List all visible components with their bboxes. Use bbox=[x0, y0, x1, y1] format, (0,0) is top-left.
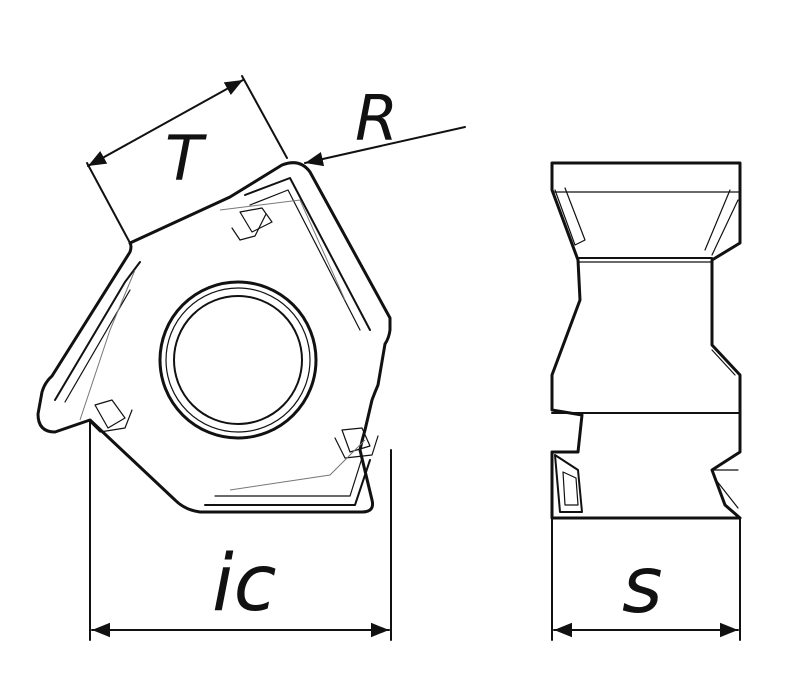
label-s: s bbox=[622, 541, 663, 631]
dimension-s: s bbox=[551, 517, 741, 641]
insert-side-view bbox=[550, 161, 742, 520]
mounting-hole-inner bbox=[173, 295, 303, 425]
side-outline bbox=[550, 161, 742, 520]
insert-top-view bbox=[36, 161, 392, 514]
label-ic: ic bbox=[212, 539, 277, 629]
dimension-ic: ic bbox=[89, 419, 392, 641]
label-T: T bbox=[165, 122, 207, 195]
label-R: R bbox=[355, 82, 398, 155]
insert-outline bbox=[36, 161, 392, 514]
dimension-R: R bbox=[304, 82, 466, 167]
dimension-T: T bbox=[86, 75, 288, 244]
mounting-hole-outer bbox=[158, 280, 318, 440]
